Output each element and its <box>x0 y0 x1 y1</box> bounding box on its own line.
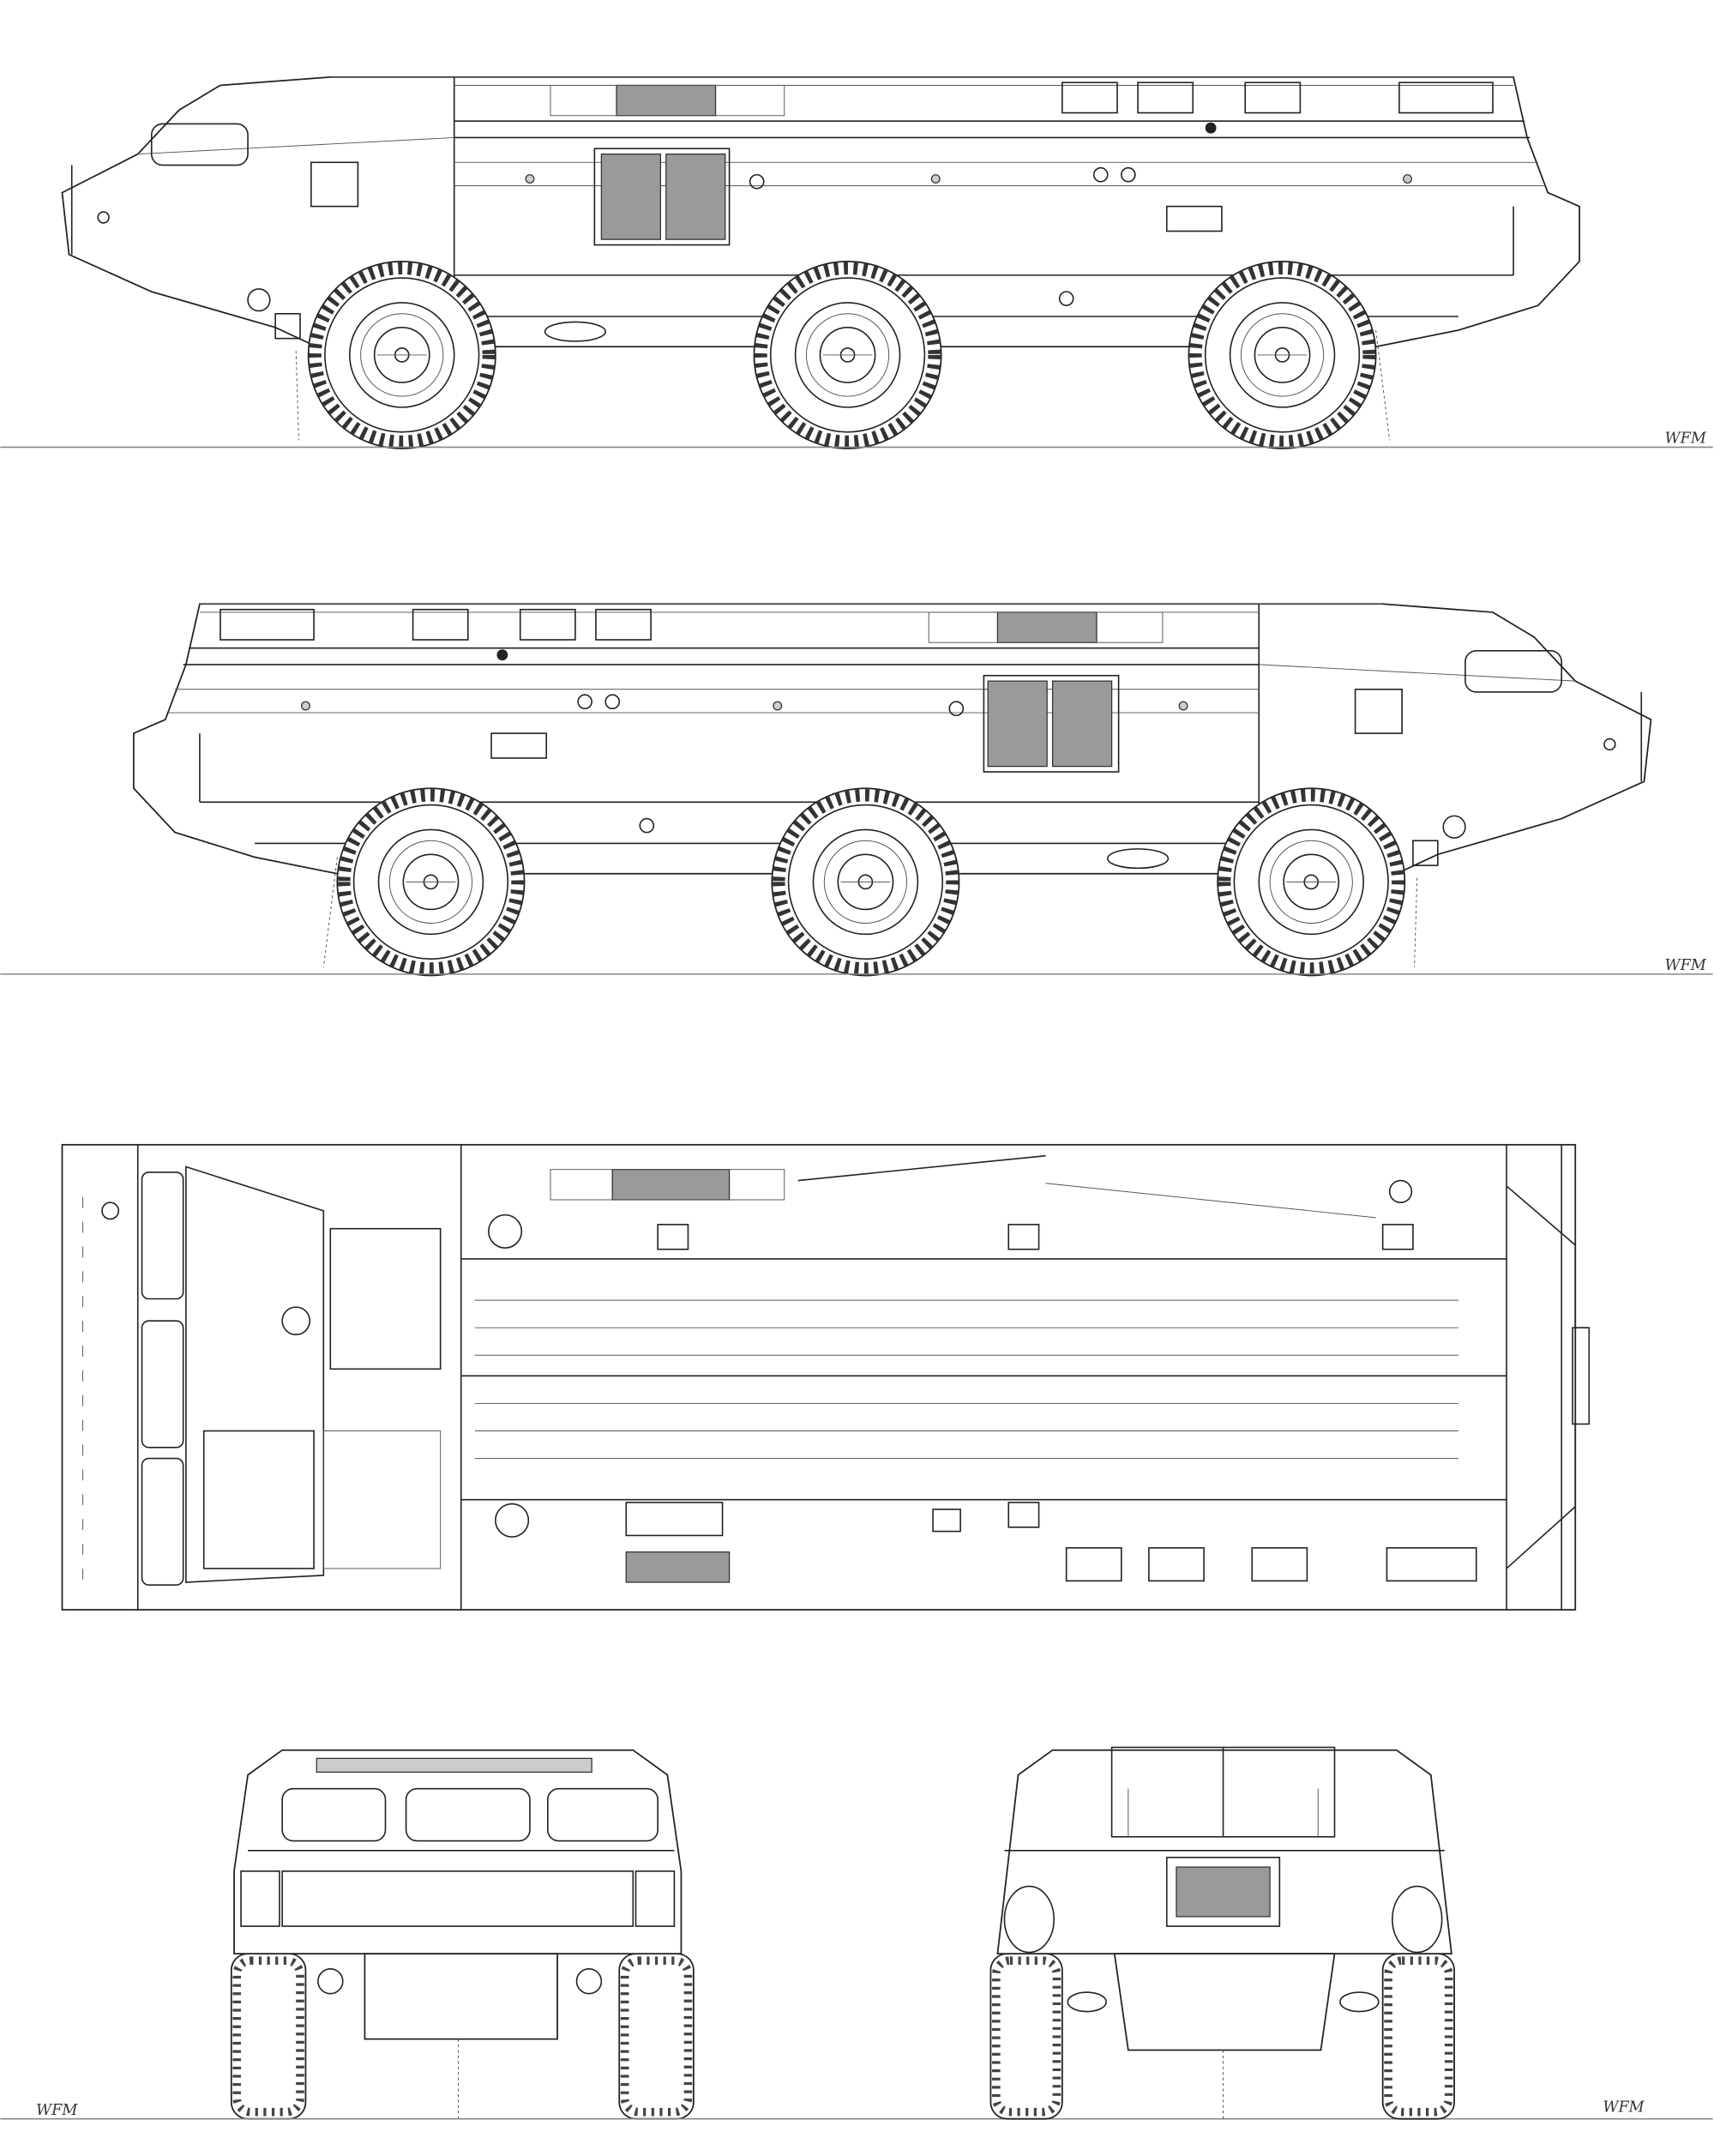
front-view: WFM <box>0 1749 1713 2120</box>
top-view <box>61 1143 1591 1611</box>
signature: WFM <box>1665 957 1707 974</box>
signature: WFM <box>1665 431 1707 448</box>
signature: WFM <box>36 2102 78 2119</box>
side-view-right: WFM <box>0 604 1713 975</box>
side-view-left: WFM <box>0 77 1713 449</box>
rear-view: WFM <box>989 1746 1645 2120</box>
signature: WFM <box>1603 2099 1645 2117</box>
